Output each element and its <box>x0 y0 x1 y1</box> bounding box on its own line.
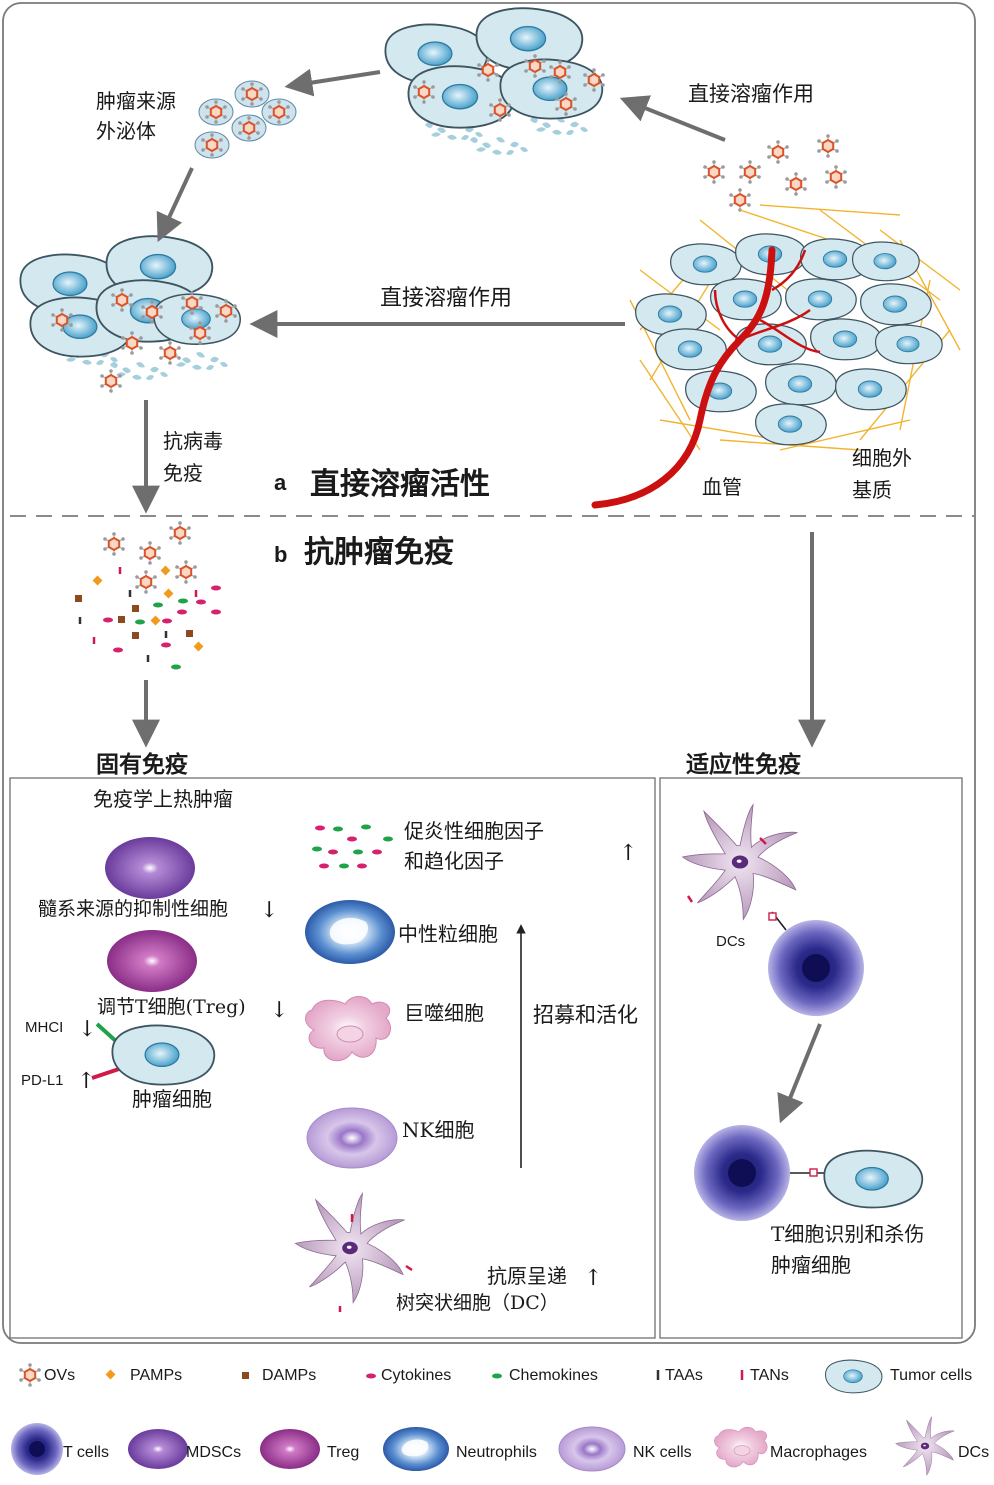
blood-vessel-label: 血管 <box>702 475 742 499</box>
neutrophil-label: 中性粒细胞 <box>398 922 498 946</box>
solid-tumor-mass <box>591 204 961 509</box>
arrow-exosomes-to-cells <box>156 167 194 243</box>
cytokine-icon <box>366 1373 376 1379</box>
dc-tan-markers <box>338 1214 413 1312</box>
legend-dcs: DCs <box>958 1444 989 1461</box>
treg-down-arrow: ↓ <box>270 998 288 1023</box>
tcell-kill-label-line2: 肿瘤细胞 <box>771 1253 851 1277</box>
nk-cell-icon <box>558 1426 626 1472</box>
antigen-up-arrow: ↑ <box>584 1266 602 1291</box>
panel-a-letter: a <box>274 470 287 495</box>
adaptive-heading: 适应性免疫 <box>686 751 801 778</box>
mhci-down-arrow: ↓ <box>78 1017 96 1042</box>
pdl1-label: PD-L1 <box>21 1072 64 1089</box>
dcs-label: DCs <box>716 933 745 950</box>
cytokine-label-line2: 和趋化因子 <box>404 849 504 873</box>
free-oncolytic-viruses <box>702 133 848 213</box>
top-tumor-cluster <box>384 7 606 155</box>
tumor-cell-icon <box>825 1359 883 1394</box>
legend-ovs: OVs <box>44 1367 75 1384</box>
mdsc-cell <box>105 837 195 899</box>
legend-pamps: PAMPs <box>130 1367 182 1384</box>
legend-macrophages: Macrophages <box>770 1444 867 1461</box>
legend: OVs PAMPs DAMPs Cytokines Chemokines TAA… <box>11 1359 989 1476</box>
treg-cell <box>107 930 197 992</box>
left-tumor-cluster <box>19 235 242 394</box>
mdsc-down-arrow: ↓ <box>260 898 278 923</box>
recruit-label: 招募和活化 <box>533 1003 638 1027</box>
panel-a-title: 直接溶瘤活性 <box>310 467 490 502</box>
blood-vessel <box>591 246 776 509</box>
dc-icon <box>895 1416 955 1476</box>
antiviral-label-line1: 抗病毒 <box>163 429 223 453</box>
pamp-icon <box>105 1369 116 1380</box>
tumor-exosomes <box>194 80 297 159</box>
legend-chemokines: Chemokines <box>509 1367 598 1384</box>
outer-border <box>2 2 976 1344</box>
innate-heading: 固有免疫 <box>96 751 188 778</box>
dc-label: 树突状细胞（DC） <box>396 1292 559 1314</box>
ecm-label-line2: 基质 <box>852 478 892 502</box>
legend-tumor-cells: Tumor cells <box>890 1367 972 1384</box>
legend-damps: DAMPs <box>262 1367 316 1384</box>
arrow-tcell-activation <box>777 1023 822 1124</box>
adaptive-tumor-cell <box>823 1149 924 1209</box>
panel-b-title: 抗肿瘤免疫 <box>304 535 454 570</box>
macrophage-icon <box>714 1426 768 1468</box>
nk-cell-label: NK细胞 <box>402 1118 474 1142</box>
legend-neutrophils: Neutrophils <box>456 1444 537 1461</box>
mdsc-icon <box>128 1429 188 1469</box>
adaptive-dc <box>682 804 798 920</box>
legend-nk-cells: NK cells <box>633 1444 692 1461</box>
dendritic-cell <box>295 1193 405 1303</box>
cytokine-up-arrow: ↑ <box>619 841 637 866</box>
mdsc-label: 髓系来源的抑制性细胞 <box>38 898 228 920</box>
adaptive-dc-markers <box>686 837 767 903</box>
dc-tcell-synapse <box>768 911 787 931</box>
hot-tumor-label: 免疫学上热肿瘤 <box>93 787 233 811</box>
chemokine-icon <box>492 1373 502 1379</box>
legend-taas: TAAs <box>665 1367 703 1384</box>
neutrophil-cell <box>305 900 395 964</box>
nk-cell <box>306 1107 398 1169</box>
cytokine-label-line1: 促炎性细胞因子 <box>404 819 544 843</box>
innate-box <box>9 777 656 1339</box>
mhci-label: MHCI <box>25 1019 63 1036</box>
panel-b-letter: b <box>274 542 287 567</box>
treg-label: 调节T细胞(Treg) <box>97 996 246 1018</box>
arrow-direct-lysis-top <box>619 95 726 142</box>
legend-mdscs: MDSCs <box>186 1444 241 1461</box>
pdl1-marker <box>91 1066 123 1080</box>
legend-cytokines: Cytokines <box>381 1367 451 1384</box>
pdl1-up-arrow: ↑ <box>77 1069 95 1094</box>
arrow-to-exosomes <box>284 68 381 97</box>
macrophage-cell <box>305 996 391 1062</box>
direct-lysis-label-mid: 直接溶瘤作用 <box>380 286 512 311</box>
innate-tumor-cell <box>111 1024 216 1086</box>
legend-treg: Treg <box>327 1444 359 1461</box>
tumor-cell-label: 肿瘤细胞 <box>132 1087 212 1111</box>
treg-icon <box>260 1429 320 1469</box>
neutrophil-icon <box>383 1427 449 1471</box>
tcell-tumor-synapse <box>790 1168 826 1177</box>
adaptive-box <box>659 777 963 1339</box>
macrophage-label: 巨噬细胞 <box>404 1001 484 1025</box>
released-particles <box>75 520 221 670</box>
legend-tans: TANs <box>750 1367 789 1384</box>
antigen-label: 抗原呈递 <box>487 1264 567 1288</box>
ecm-label-line1: 细胞外 <box>852 446 912 470</box>
mhci-marker <box>95 1022 120 1045</box>
exosome-label-line1: 肿瘤来源 <box>96 89 176 113</box>
direct-lysis-label-top: 直接溶瘤作用 <box>688 82 814 106</box>
damp-icon <box>242 1372 249 1379</box>
legend-t-cells: T cells <box>63 1444 109 1461</box>
ov-icon <box>18 1362 42 1388</box>
antiviral-label-line2: 免疫 <box>163 461 203 485</box>
cytokine-cluster <box>312 824 393 869</box>
exosome-label-line2: 外泌体 <box>96 119 156 143</box>
tcell-kill-label-line1: T细胞识别和杀伤 <box>771 1222 924 1246</box>
